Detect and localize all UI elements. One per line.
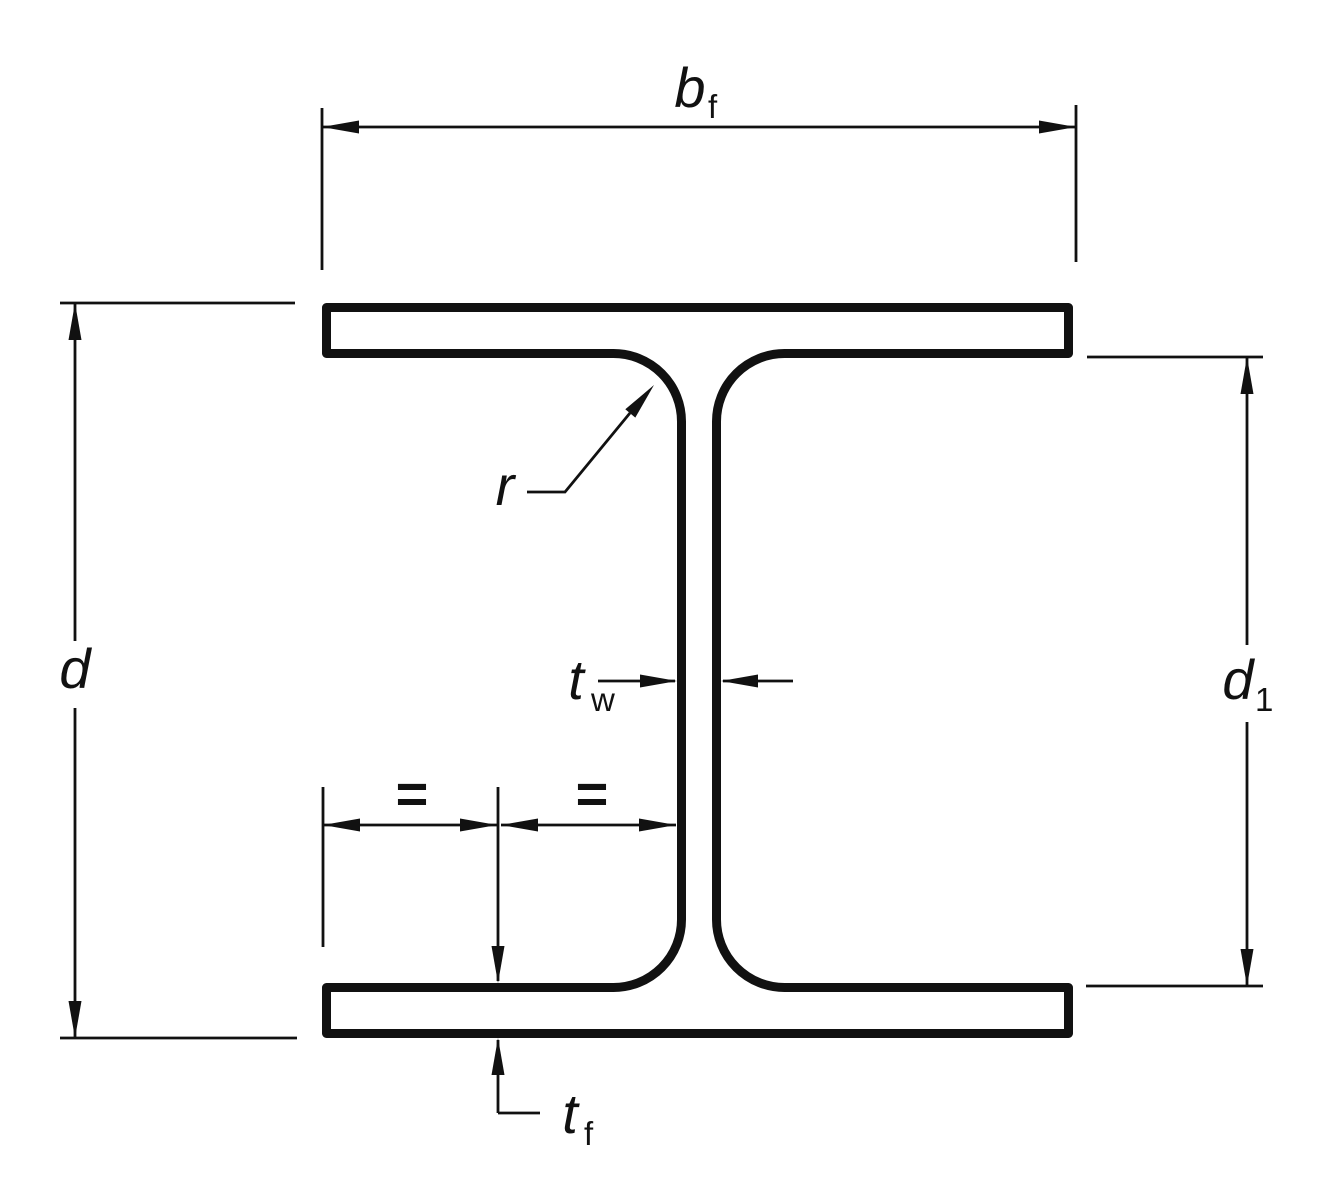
arrow-head: [460, 818, 497, 832]
arrow-head: [68, 303, 82, 340]
equals-right-label: =: [576, 762, 609, 825]
arrow-head: [323, 818, 360, 832]
arrow-head: [640, 674, 677, 688]
arrow-head: [1039, 120, 1076, 134]
tf-label: t: [562, 1082, 580, 1145]
equals-dimension: = =: [321, 762, 676, 947]
bf-dimension: b f: [320, 56, 1078, 270]
tw-subscript: w: [590, 681, 615, 718]
d-label: d: [59, 637, 92, 700]
d1-subscript: 1: [1255, 681, 1273, 718]
arrow-head: [1240, 357, 1254, 394]
arrow-head: [639, 818, 676, 832]
arrow-head: [68, 1001, 82, 1038]
bf-label: b: [674, 56, 705, 119]
tf-subscript: f: [584, 1115, 594, 1152]
bf-subscript: f: [708, 88, 718, 125]
tw-label: t: [568, 648, 586, 711]
arrow-head: [501, 818, 538, 832]
arrow-head: [491, 946, 505, 983]
arrow-head: [625, 385, 654, 418]
arrow-head: [1240, 949, 1254, 986]
leader-line: [527, 412, 632, 494]
d1-label: d: [1222, 648, 1255, 711]
d-dimension: d: [59, 301, 297, 1040]
tw-dimension: t w: [568, 648, 793, 718]
r-label: r: [496, 454, 517, 517]
equals-left-label: =: [396, 762, 429, 825]
tf-dimension: t f: [491, 787, 594, 1152]
r-leader: r: [496, 385, 654, 517]
d1-dimension: d 1: [1086, 355, 1273, 988]
ibeam-outline: [322, 303, 1073, 1038]
arrow-head: [491, 1038, 505, 1075]
arrow-head: [721, 674, 758, 688]
arrow-head: [322, 120, 359, 134]
